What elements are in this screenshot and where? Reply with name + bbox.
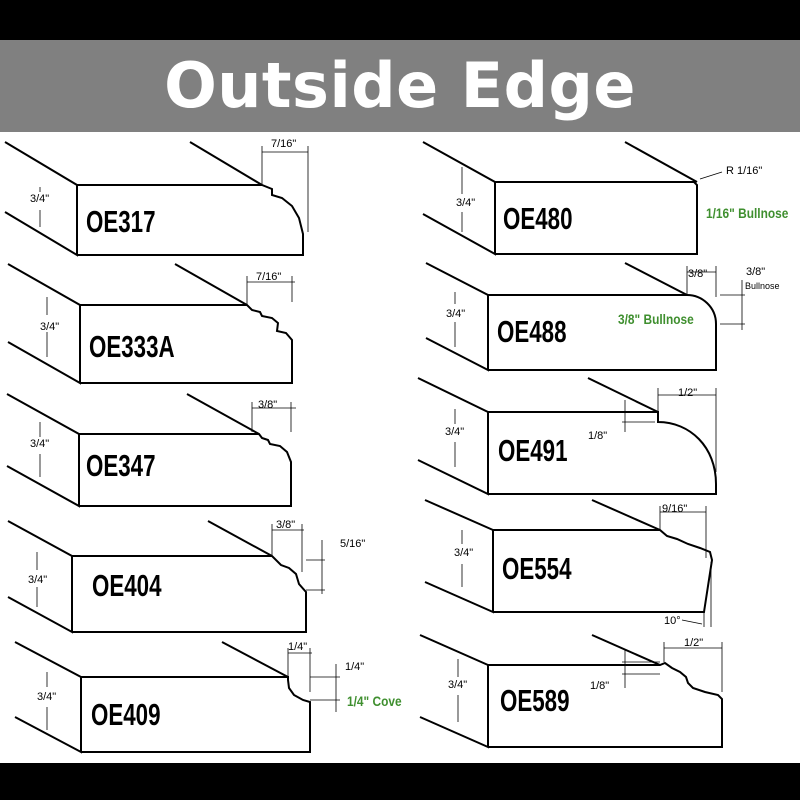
oe488-side-note: Bullnose bbox=[745, 281, 780, 291]
oe554-code: OE554 bbox=[502, 551, 572, 586]
oe409-width-label: 1/4" bbox=[288, 641, 308, 653]
oe480-code: OE480 bbox=[503, 201, 573, 236]
oe409-height-label: 1/4" bbox=[345, 661, 365, 673]
oe554-width-label: 9/16" bbox=[662, 503, 688, 515]
oe491-width-label: 1/2" bbox=[678, 387, 698, 399]
oe333a-code: OE333A bbox=[89, 329, 175, 364]
oe488-callout: 3/8" Bullnose bbox=[618, 311, 694, 327]
oe491-thickness-label: 3/4" bbox=[445, 426, 465, 438]
oe491-step-label: 1/8" bbox=[588, 430, 608, 442]
oe488-code: OE488 bbox=[497, 314, 567, 349]
oe333a-width-label: 7/16" bbox=[256, 271, 282, 283]
oe317-thickness-label: 3/4" bbox=[30, 193, 50, 205]
oe347-thickness-label: 3/4" bbox=[30, 438, 50, 450]
oe554-thickness-label: 3/4" bbox=[454, 547, 474, 559]
oe589-code: OE589 bbox=[500, 683, 570, 718]
page-title: Outside Edge bbox=[164, 49, 636, 122]
oe409-code: OE409 bbox=[91, 697, 161, 732]
title-bar: Outside Edge bbox=[0, 40, 800, 132]
oe317-code: OE317 bbox=[86, 204, 156, 239]
oe409-thickness-label: 3/4" bbox=[37, 691, 57, 703]
oe488-thickness-label: 3/4" bbox=[446, 308, 466, 320]
oe491-code: OE491 bbox=[498, 433, 568, 468]
oe404-height-label: 5/16" bbox=[340, 538, 366, 550]
oe347-width-label: 3/8" bbox=[258, 399, 278, 411]
oe404-code: OE404 bbox=[92, 568, 162, 603]
oe404-thickness-label: 3/4" bbox=[28, 574, 48, 586]
oe317-width-label: 7/16" bbox=[271, 138, 297, 150]
oe589-thickness-label: 3/4" bbox=[448, 679, 468, 691]
oe333a-thickness-label: 3/4" bbox=[40, 321, 60, 333]
oe347-code: OE347 bbox=[86, 448, 156, 483]
oe554-angle-label: 10° bbox=[664, 615, 681, 627]
oe480-callout: 1/16" Bullnose bbox=[706, 205, 789, 221]
oe488-width-label: 3/8" bbox=[688, 268, 708, 280]
oe480-thickness-label: 3/4" bbox=[456, 197, 476, 209]
oe488-side-value: 3/8" bbox=[746, 266, 766, 278]
oe404-width-label: 3/8" bbox=[276, 519, 296, 531]
oe589-width-label: 1/2" bbox=[684, 637, 704, 649]
oe589-step-label: 1/8" bbox=[590, 680, 610, 692]
diagram-panel: 3/4" 7/16" OE317 3/4" 7/16" OE333A bbox=[0, 132, 800, 763]
oe409-callout: 1/4" Cove bbox=[347, 693, 402, 709]
oe480-radius-label: R 1/16" bbox=[726, 165, 763, 177]
